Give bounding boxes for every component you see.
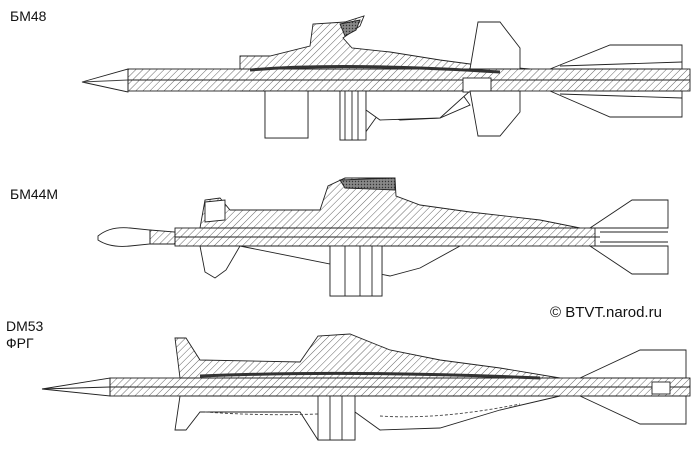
bm48-upper-sabot [239,15,531,70]
bm44m-lower-sabot [199,245,241,279]
label-bm44m: БМ44М [10,186,59,202]
dm53-lower-sabot [174,395,561,441]
projectile-bm48 [81,15,691,141]
label-dm53: DM53 [6,318,44,334]
projectile-dm53 [41,333,691,441]
dm53-tail-fins [579,349,687,379]
projectile-bm44m [97,177,669,297]
label-frg: ФРГ [6,335,34,351]
label-bm48: БМ48 [10,8,47,24]
bm48-front-fins [469,21,521,70]
copyright-text: © BTVT.narod.ru [550,304,662,321]
bm44m-tail-fins [588,199,669,229]
dm53-upper-sabot [174,333,561,379]
bm44m-nose [97,227,151,247]
